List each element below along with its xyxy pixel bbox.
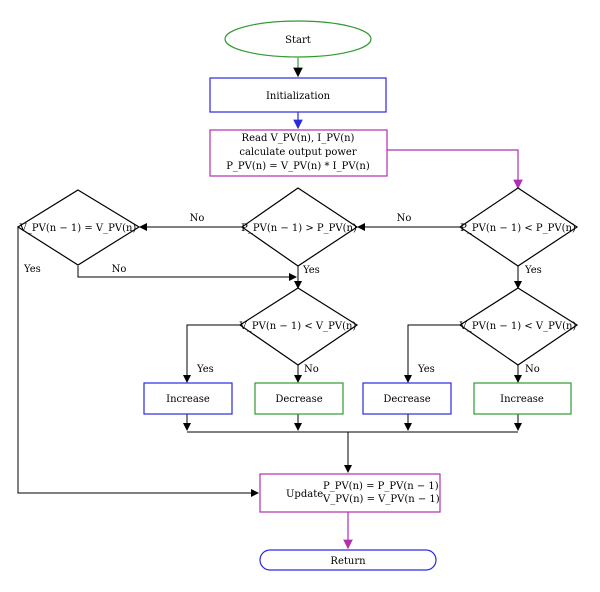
return-label: Return xyxy=(330,556,366,567)
init-label: Initialization xyxy=(266,91,331,102)
decrease-box-1 xyxy=(254,382,344,415)
decision-v-equal-label: V_PV(n − 1) = V_PV(n) xyxy=(19,223,137,234)
edge-d3-no xyxy=(77,266,297,281)
update-node xyxy=(259,473,441,513)
decision-v-equal xyxy=(16,189,141,266)
decision-v-less-right-label: V_PV(n − 1) < V_PV(n) xyxy=(459,321,577,332)
decrease-box-2-label: Decrease xyxy=(383,394,430,405)
edge-d5-box3 xyxy=(404,324,460,383)
read-line2: calculate output power xyxy=(239,147,356,158)
label-no-d4: No xyxy=(304,364,319,375)
label-no-d5: No xyxy=(525,364,540,375)
label-yes-d2: Yes xyxy=(302,265,320,276)
decision-p-less xyxy=(458,187,579,267)
return-node xyxy=(259,549,437,571)
label-yes-d1: Yes xyxy=(524,265,542,276)
edge-d4-box1 xyxy=(183,324,240,383)
read-line3: P_PV(n) = V_PV(n) * I_PV(n) xyxy=(226,161,370,172)
read-line1: Read V_PV(n), I_PV(n) xyxy=(242,133,355,144)
label-no-d3: No xyxy=(112,264,127,275)
increase-box-1-label: Increase xyxy=(166,394,210,405)
label-yes-d4: Yes xyxy=(196,364,214,375)
label-no-d2: No xyxy=(190,213,205,224)
start-node xyxy=(224,20,372,58)
label-yes-d5: Yes xyxy=(417,364,435,375)
decision-v-less-right xyxy=(458,287,579,366)
increase-box-2 xyxy=(473,382,572,415)
init-node xyxy=(209,77,387,113)
decision-v-less-left-label: V_PV(n − 1) < V_PV(n) xyxy=(239,321,357,332)
decision-v-less-left xyxy=(238,287,359,366)
decision-p-greater xyxy=(240,187,359,267)
label-no-d1: No xyxy=(397,213,412,224)
increase-box-2-label: Increase xyxy=(500,394,544,405)
read-node xyxy=(209,129,388,177)
decrease-box-2 xyxy=(362,382,452,415)
decision-p-greater-label: P_PV(n − 1) > P_PV(n) xyxy=(241,223,357,234)
update-label: Update xyxy=(286,489,323,500)
decrease-box-1-label: Decrease xyxy=(275,394,322,405)
edge-read-decision xyxy=(387,149,523,190)
update-line1: P_PV(n) = P_PV(n − 1) xyxy=(323,481,439,492)
increase-box-1 xyxy=(143,382,233,415)
decision-p-less-label: P_PV(n − 1) < P_PV(n) xyxy=(460,223,576,234)
edge-d3-yes xyxy=(17,227,259,497)
start-label: Start xyxy=(285,35,311,46)
label-yes-d3: Yes xyxy=(23,264,41,275)
update-line2: V_PV(n) = V_PV(n − 1) xyxy=(322,494,440,505)
